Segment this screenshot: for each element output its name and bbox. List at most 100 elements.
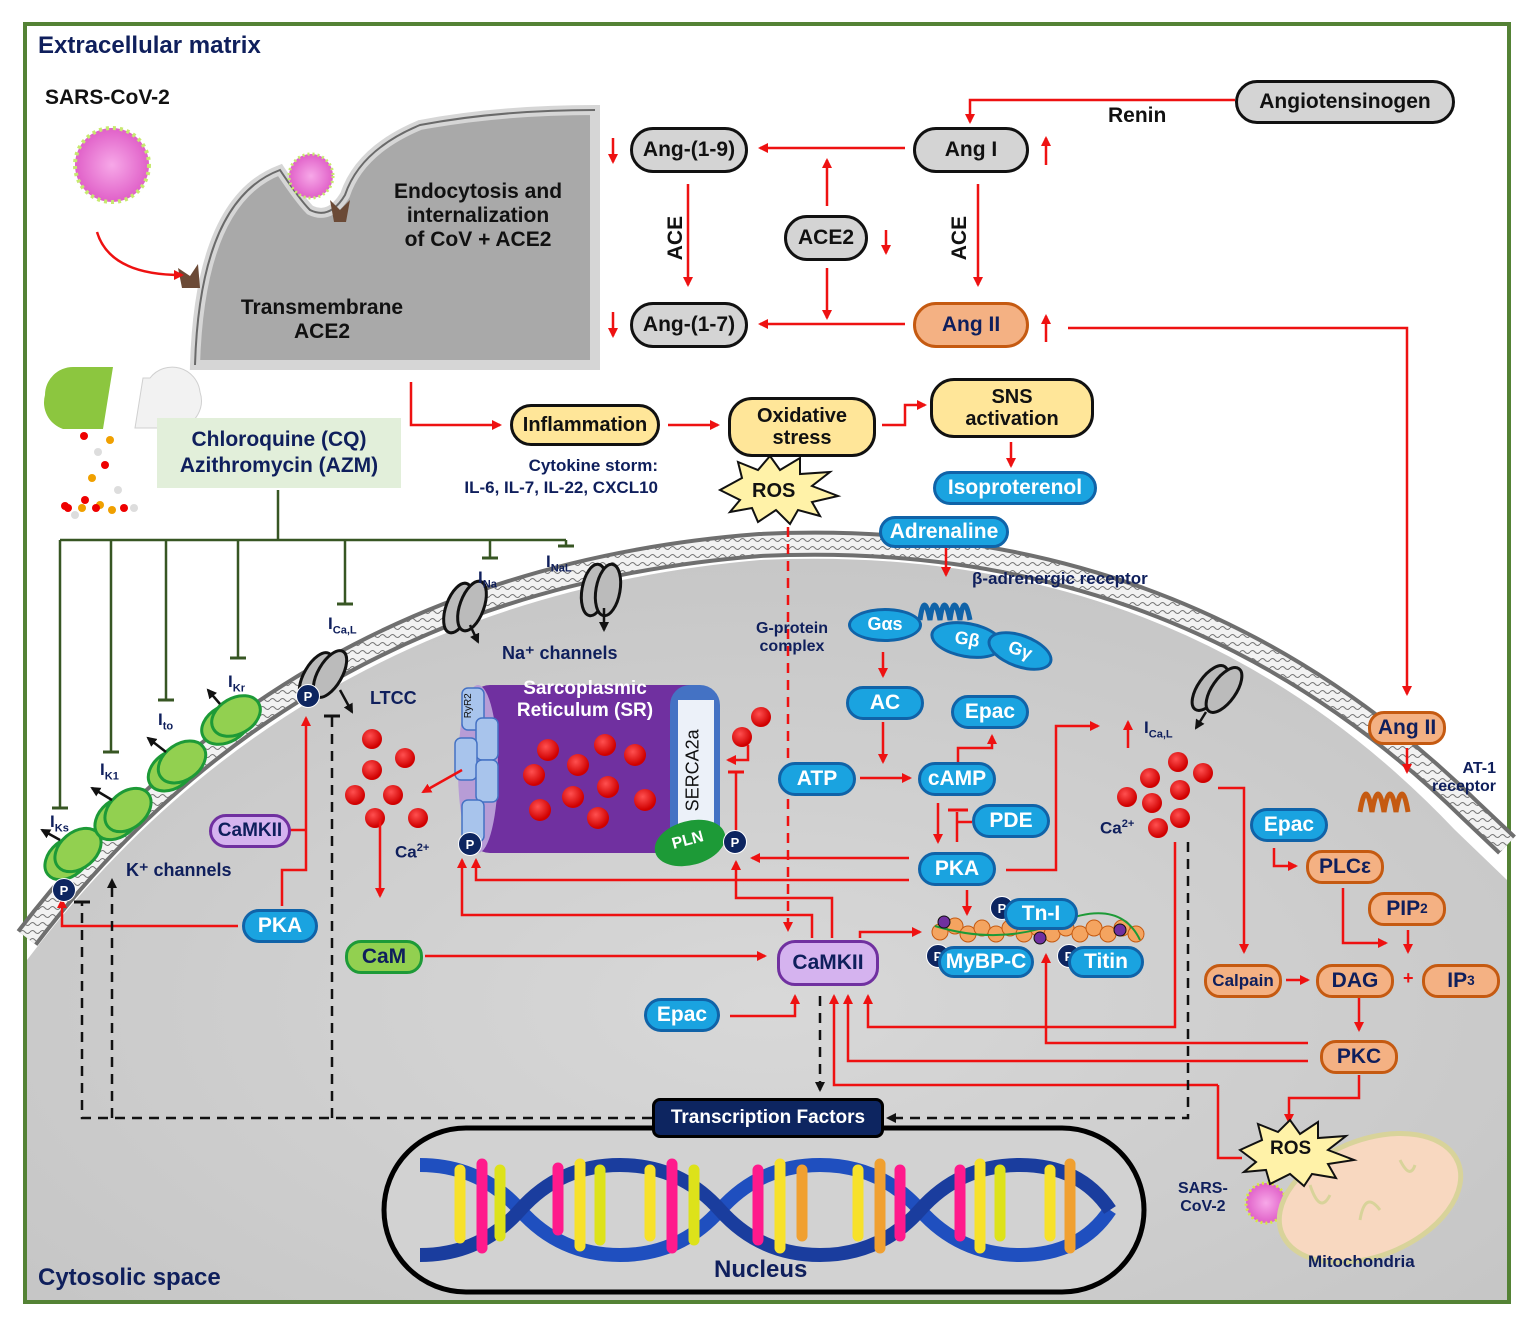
pip2-base: PIP <box>1386 897 1421 921</box>
node-pka-left[interactable]: PKA <box>242 909 318 943</box>
current-ical-right: ICa,L <box>1144 718 1173 741</box>
node-isoproterenol[interactable]: Isoproterenol <box>933 471 1097 505</box>
node-pka-center[interactable]: PKA <box>918 852 996 886</box>
endocytosis-label: Endocytosis and internalization of CoV +… <box>378 180 578 252</box>
ltcc-channel-right <box>1190 664 1244 714</box>
ryr2-label: RyR2 <box>462 693 474 719</box>
transmembrane-line-2: ACE2 <box>293 320 351 344</box>
node-camkii-left[interactable]: CaMKII <box>209 814 291 848</box>
ca-left-sup: 2+ <box>416 842 430 854</box>
ca-left-base: Ca <box>395 842 417 862</box>
ikr-base: I <box>228 672 233 691</box>
node-calpain[interactable]: Calpain <box>1204 964 1282 998</box>
inal-sub: NaL <box>550 562 572 575</box>
ip3-base: IP <box>1447 969 1468 993</box>
ical-right-base: I <box>1144 718 1149 737</box>
dna-helix <box>419 1157 1116 1263</box>
node-epac-bottom[interactable]: Epac <box>644 998 720 1032</box>
node-dag[interactable]: DAG <box>1316 964 1394 998</box>
node-g-alpha-s[interactable]: Gαs <box>848 608 922 642</box>
phospho-iks: P <box>52 878 76 902</box>
node-pde[interactable]: PDE <box>972 804 1050 838</box>
node-oxidative-stress[interactable]: Oxidative stress <box>728 397 876 457</box>
mito-virus-line-2: CoV-2 <box>1180 1198 1226 1216</box>
node-ang-1-9[interactable]: Ang-(1-9) <box>630 127 748 173</box>
ical-sub: Ca,L <box>332 624 357 637</box>
beta-receptor-label: β-adrenergic receptor <box>972 569 1148 588</box>
node-angiotensinogen[interactable]: Angiotensinogen <box>1235 80 1455 124</box>
mitochondria-label: Mitochondria <box>1308 1252 1415 1271</box>
at1-line-1: AT-1 <box>1462 760 1496 777</box>
node-ac[interactable]: AC <box>846 686 924 720</box>
node-camp[interactable]: cAMP <box>918 762 996 796</box>
node-ang-i[interactable]: Ang I <box>913 127 1029 173</box>
k-channel-ik1 <box>93 786 153 842</box>
ical-right-sub: Ca,L <box>1148 728 1173 741</box>
node-tn-i[interactable]: Tn-I <box>1004 898 1078 930</box>
phospho-ltcc: P <box>296 684 320 708</box>
ito-base: I <box>158 710 163 729</box>
node-camkii-center[interactable]: CaMKII <box>777 940 879 986</box>
ik1-sub: K1 <box>104 770 119 783</box>
ip3-sub: 3 <box>1467 973 1475 989</box>
iks-base: I <box>50 812 55 831</box>
ace-label-left: ACE <box>664 215 688 261</box>
current-ikr: IKr <box>228 672 245 695</box>
ros-starburst-mito <box>1238 1118 1358 1188</box>
beta-adrenergic-receptor <box>917 602 973 621</box>
ito-sub: to <box>162 720 174 733</box>
node-sns-activation[interactable]: SNS activation <box>930 378 1094 438</box>
calcium-cluster-left <box>345 729 428 828</box>
drug-label-box: Chloroquine (CQ) Azithromycin (AZM) <box>157 418 401 488</box>
inal-base: I <box>546 552 551 571</box>
ina-base: I <box>478 568 483 587</box>
current-inal: INaL <box>546 552 572 575</box>
node-inflammation[interactable]: Inflammation <box>510 404 660 446</box>
ca-right-sup: 2+ <box>1121 818 1135 830</box>
ical-base: I <box>328 614 333 633</box>
pln-protein <box>654 819 726 867</box>
node-adrenaline[interactable]: Adrenaline <box>879 516 1009 548</box>
oxidative-line-1: Oxidative <box>756 405 848 427</box>
sns-line-2: activation <box>965 408 1059 430</box>
ros-starburst-top <box>717 454 842 526</box>
calcium-cluster-right <box>1117 752 1213 838</box>
ace-label-right: ACE <box>948 215 972 261</box>
node-plc-epsilon[interactable]: PLCε <box>1306 850 1384 884</box>
ca-label-left: Ca2+ <box>395 842 429 862</box>
cardiomyocyte-cell <box>27 558 1507 1300</box>
node-ace2[interactable]: ACE2 <box>784 215 868 261</box>
node-pkc[interactable]: PKC <box>1320 1040 1398 1074</box>
na-channel-inal <box>579 562 623 618</box>
ik1-base: I <box>100 760 105 779</box>
at1-receptor <box>1357 791 1411 813</box>
k-channels-label: K⁺ channels <box>126 860 232 880</box>
node-ang-1-7[interactable]: Ang-(1-7) <box>630 302 748 348</box>
node-transcription-factors[interactable]: Transcription Factors <box>652 1098 884 1138</box>
node-mybp-c[interactable]: MyBP-C <box>938 946 1034 978</box>
pip2-sub: 2 <box>1420 901 1428 917</box>
at1-receptor-label: AT-1 receptor <box>1416 760 1496 797</box>
node-ang-ii-top[interactable]: Ang II <box>913 302 1029 348</box>
current-ina: INa <box>478 568 497 591</box>
node-cam[interactable]: CaM <box>345 940 423 974</box>
current-iks: IKs <box>50 812 69 835</box>
plus-sign: + <box>1403 968 1414 988</box>
node-ang-ii-at1[interactable]: Ang II <box>1368 711 1446 745</box>
region-label-extracellular: Extracellular matrix <box>38 32 261 59</box>
ros-label-mito: ROS <box>1270 1138 1312 1159</box>
cytokine-storm-label: Cytokine storm: <box>528 456 658 475</box>
ace2-receptor-docked <box>330 200 350 222</box>
node-epac-right[interactable]: Epac <box>1250 808 1328 842</box>
at1-line-2: receptor <box>1431 778 1496 796</box>
ace2-receptor-membrane <box>178 264 200 288</box>
ina-sub: Na <box>482 578 497 591</box>
node-atp[interactable]: ATP <box>778 762 856 796</box>
node-titin[interactable]: Titin <box>1068 946 1144 978</box>
mito-virus-line-1: SARS- <box>1178 1180 1228 1197</box>
cytokine-list: IL-6, IL-7, IL-22, CXCL10 <box>464 478 658 497</box>
node-epac-top[interactable]: Epac <box>951 695 1029 729</box>
